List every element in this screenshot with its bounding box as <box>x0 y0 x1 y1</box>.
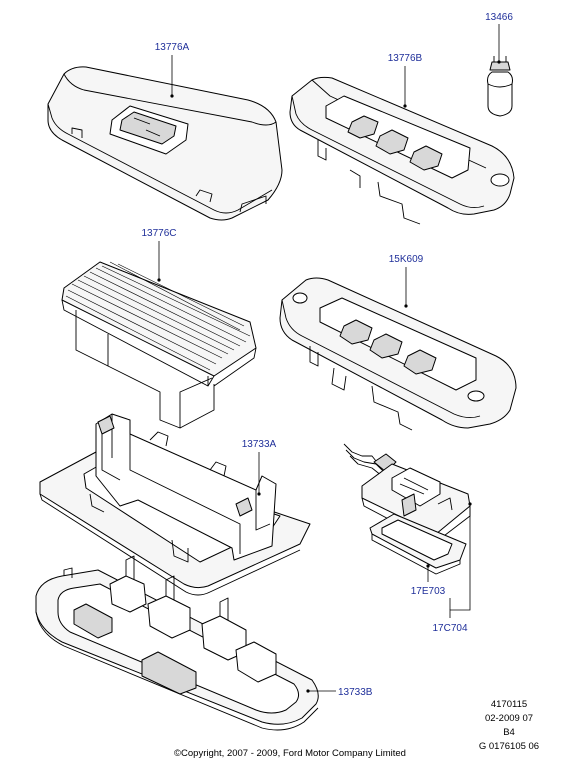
callout-label: 17E703 <box>411 586 446 597</box>
drawing-ref: 4170115 <box>491 699 527 710</box>
part-13466 <box>487 56 513 117</box>
drawing-sheet: B4 <box>503 727 515 738</box>
callout-13776B: 13776B <box>388 53 423 108</box>
callout-17E703: 17E703 <box>411 564 446 597</box>
callout-15K609: 15K609 <box>389 254 424 308</box>
callout-label: 13776A <box>155 42 190 53</box>
callout-13466: 13466 <box>485 12 513 64</box>
callout-13776C: 13776C <box>141 228 177 282</box>
callout-13733A: 13733A <box>242 439 277 496</box>
callout-13776A: 13776A <box>155 42 190 98</box>
callout-17C704: 17C704 <box>432 502 472 634</box>
part-13776C <box>61 261 257 429</box>
part-17C704 <box>343 443 471 543</box>
part-13733A <box>39 413 311 596</box>
drawing-number: G 0176105 06 <box>479 741 539 752</box>
callout-label: 13466 <box>485 12 513 23</box>
part-13776B <box>289 76 515 225</box>
part-13733B <box>35 555 319 731</box>
callout-label: 15K609 <box>389 254 424 265</box>
copyright-notice: ©Copyright, 2007 - 2009, Ford Motor Comp… <box>174 748 406 759</box>
callout-label: 13776B <box>388 53 423 64</box>
part-13776A <box>47 66 283 221</box>
callout-label: 17C704 <box>432 623 467 634</box>
part-17E703 <box>369 513 467 575</box>
part-15K609 <box>279 277 517 431</box>
callout-label: 13733A <box>242 439 277 450</box>
drawing-date: 02-2009 07 <box>485 713 533 724</box>
callout-label: 13733B <box>338 687 373 698</box>
callout-13733B: 13733B <box>306 687 373 698</box>
drawing-info: 4170115 02-2009 07 B4 G 0176105 06 ©Copy… <box>174 699 539 759</box>
callout-label: 13776C <box>141 228 176 239</box>
